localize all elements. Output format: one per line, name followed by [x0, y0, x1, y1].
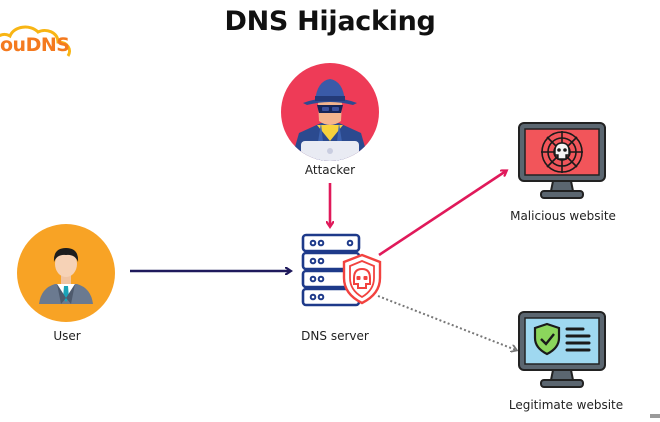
legitimate-website-label: Legitimate website: [508, 398, 624, 412]
corner-mark: [650, 414, 660, 418]
malicious-website-label: Malicious website: [510, 209, 616, 223]
monitor-shield-check-icon: [518, 311, 606, 388]
businessman-icon: [17, 224, 115, 322]
edge-dns-to-malicious: [378, 171, 506, 257]
monitor-spiderweb-skull-icon: [518, 122, 606, 199]
attacker-label: Attacker: [304, 163, 356, 177]
skull-shield-icon: [342, 253, 382, 305]
dns-server-label: DNS server: [301, 329, 369, 343]
cloud-icon: [0, 25, 72, 57]
edge-dns-to-legitimate: [377, 295, 516, 350]
diagram-title: DNS Hijacking: [224, 6, 436, 37]
user-label: User: [53, 329, 81, 343]
hacker-icon: [281, 63, 379, 161]
logo-text: ouDNS: [0, 34, 70, 56]
